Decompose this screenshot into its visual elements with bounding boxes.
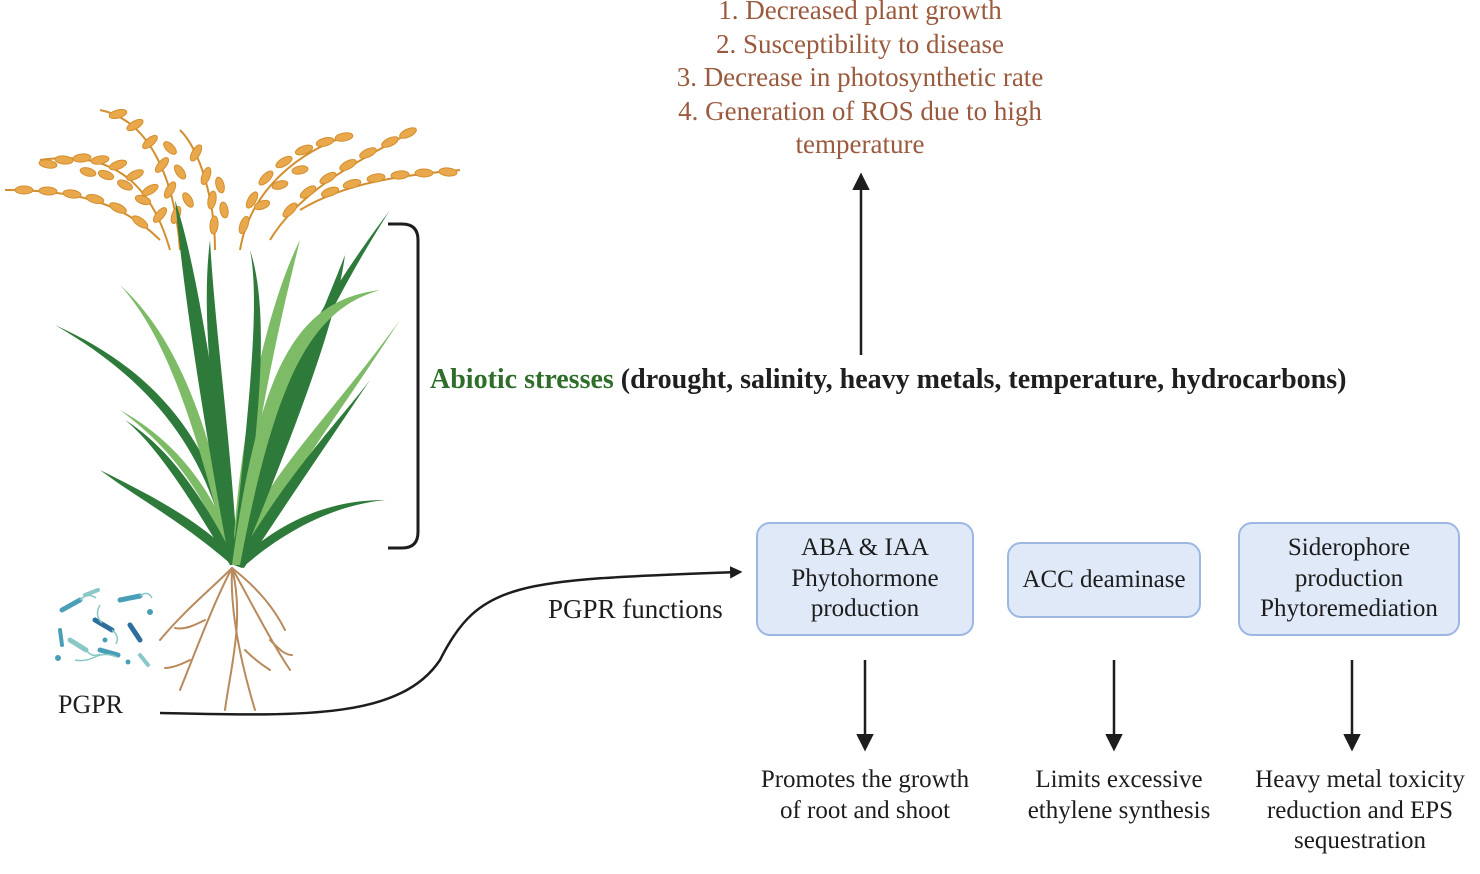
- box-line: ACC deaminase: [1022, 565, 1186, 593]
- outcome-line: Heavy metal toxicity: [1255, 766, 1465, 793]
- box-line: Siderophore: [1287, 534, 1411, 562]
- effect-item: 3. Decrease in photosynthetic rate: [676, 62, 1044, 92]
- function-box-acc-deaminase: ACC deaminase: [1007, 542, 1201, 618]
- abiotic-stresses-detail: (drought, salinity, heavy metals, temper…: [613, 364, 1347, 395]
- outcome-line: reduction and EPS: [1266, 796, 1454, 824]
- abiotic-stresses-label: Abiotic stresses (drought, salinity, hea…: [430, 364, 1346, 396]
- box-line: Phytoremediation: [1260, 595, 1438, 623]
- effect-item: 2. Susceptibility to disease: [716, 28, 1004, 59]
- function-box-phytohormone: ABA & IAA Phytohormone production: [756, 522, 974, 636]
- effect-item: 1. Decreased plant growth: [718, 0, 1002, 25]
- box-line: production: [810, 595, 920, 623]
- outcome-growth: Promotes the growth of root and shoot: [745, 765, 985, 826]
- box-line: Phytohormone: [791, 564, 939, 592]
- abiotic-stresses-title: Abiotic stresses: [430, 364, 614, 395]
- outcome-line: ethylene synthesis: [1027, 796, 1211, 824]
- rice-plant-illustration: [4, 108, 461, 711]
- outcome-line: sequestration: [1294, 827, 1426, 854]
- box-line: ABA & IAA: [801, 534, 929, 562]
- bacteria-cluster-icon: [55, 588, 153, 667]
- effect-item: temperature: [795, 129, 925, 159]
- grain-panicles: [4, 108, 461, 251]
- effect-item: 4. Generation of ROS due to high: [678, 95, 1042, 126]
- outcome-line: of root and shoot: [779, 796, 951, 824]
- outcome-heavy-metal: Heavy metal toxicity reduction and EPS s…: [1240, 765, 1480, 857]
- box-line: production: [1294, 564, 1404, 592]
- stress-effects-list: 1. Decreased plant growth 2. Susceptibil…: [560, 0, 1160, 162]
- outcome-line: Limits excessive: [1035, 766, 1203, 793]
- pgpr-arrow: [159, 566, 743, 716]
- outcome-ethylene: Limits excessive ethylene synthesis: [1004, 765, 1234, 826]
- leaves: [55, 200, 400, 568]
- function-box-siderophore: Siderophore production Phytoremediation: [1238, 522, 1460, 636]
- outcome-line: Promotes the growth: [760, 766, 970, 793]
- stress-bracket: [388, 222, 420, 550]
- roots: [159, 567, 293, 711]
- pgpr-functions-label: PGPR functions: [548, 594, 723, 624]
- pgpr-label: PGPR: [58, 690, 124, 719]
